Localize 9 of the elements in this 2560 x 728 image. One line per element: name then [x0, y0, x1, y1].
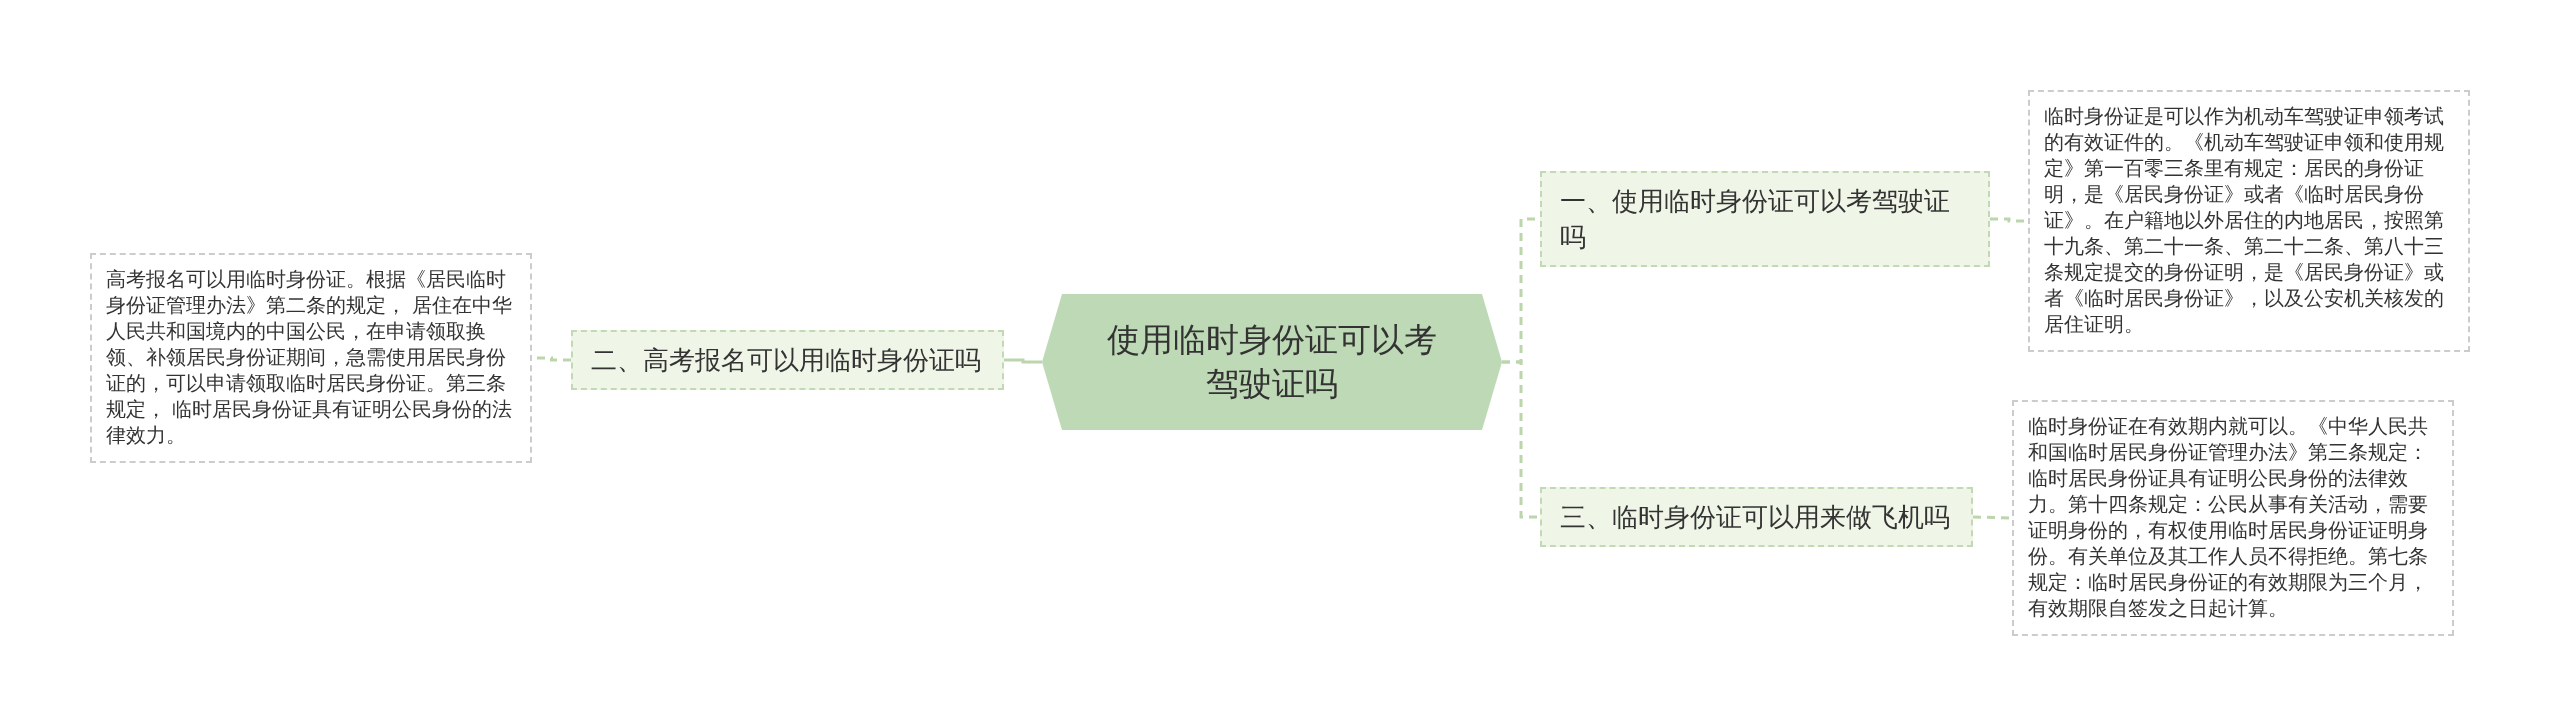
subtopic-box: 三、临时身份证可以用来做飞机吗: [1540, 487, 1973, 547]
connector-line: [1004, 358, 1042, 364]
connector-line: [1502, 360, 1540, 519]
topic-title: 使用临时身份证可以考驾驶证吗: [1106, 319, 1438, 405]
note-box: 临时身份证是可以作为机动车驾驶证申领考试的有效证件的。《机动车驾驶证申领和使用规定》第一百零三条里有规定：居民的身份证明，是《居民身份证》或者《临时居民身份证》。在户籍地以外居住的内地居民，按照第十九条、第二十一条、第二十二条、第八十三条规定提交的身份证明，是《居民身份证》或者《临时居民身份证》，以及公安机关核发的居住证明。: [2028, 90, 2470, 352]
note-box: 临时身份证在有效期内就可以。《中华人民共和国临时居民身份证管理办法》第三条规定：临时居民身份证具有证明公民身份的法律效力。第十四条规定：公民从事有关活动，需要证明身份的，有权使用临时居民身份证证明身份。有关单位及其工作人员不得拒绝。第七条规定：临时居民身份证的有效期限为三个月，有效期限自签发之日起计算。: [2012, 400, 2454, 636]
subtopic-box: 一、使用临时身份证可以考驾驶证吗: [1540, 171, 1990, 267]
note-box: 高考报名可以用临时身份证。根据《居民临时身份证管理办法》第二条的规定， 居住在中华人民共和国境内的中国公民，在申请领取换领、补领居民身份证期间，急需使用居民身份证的，可以申请领取临时居民身份证。第三条规定， 临时居民身份证具有证明公民身份的法律效力。: [90, 253, 532, 463]
subtopic-box: 二、高考报名可以用临时身份证吗: [571, 330, 1004, 390]
